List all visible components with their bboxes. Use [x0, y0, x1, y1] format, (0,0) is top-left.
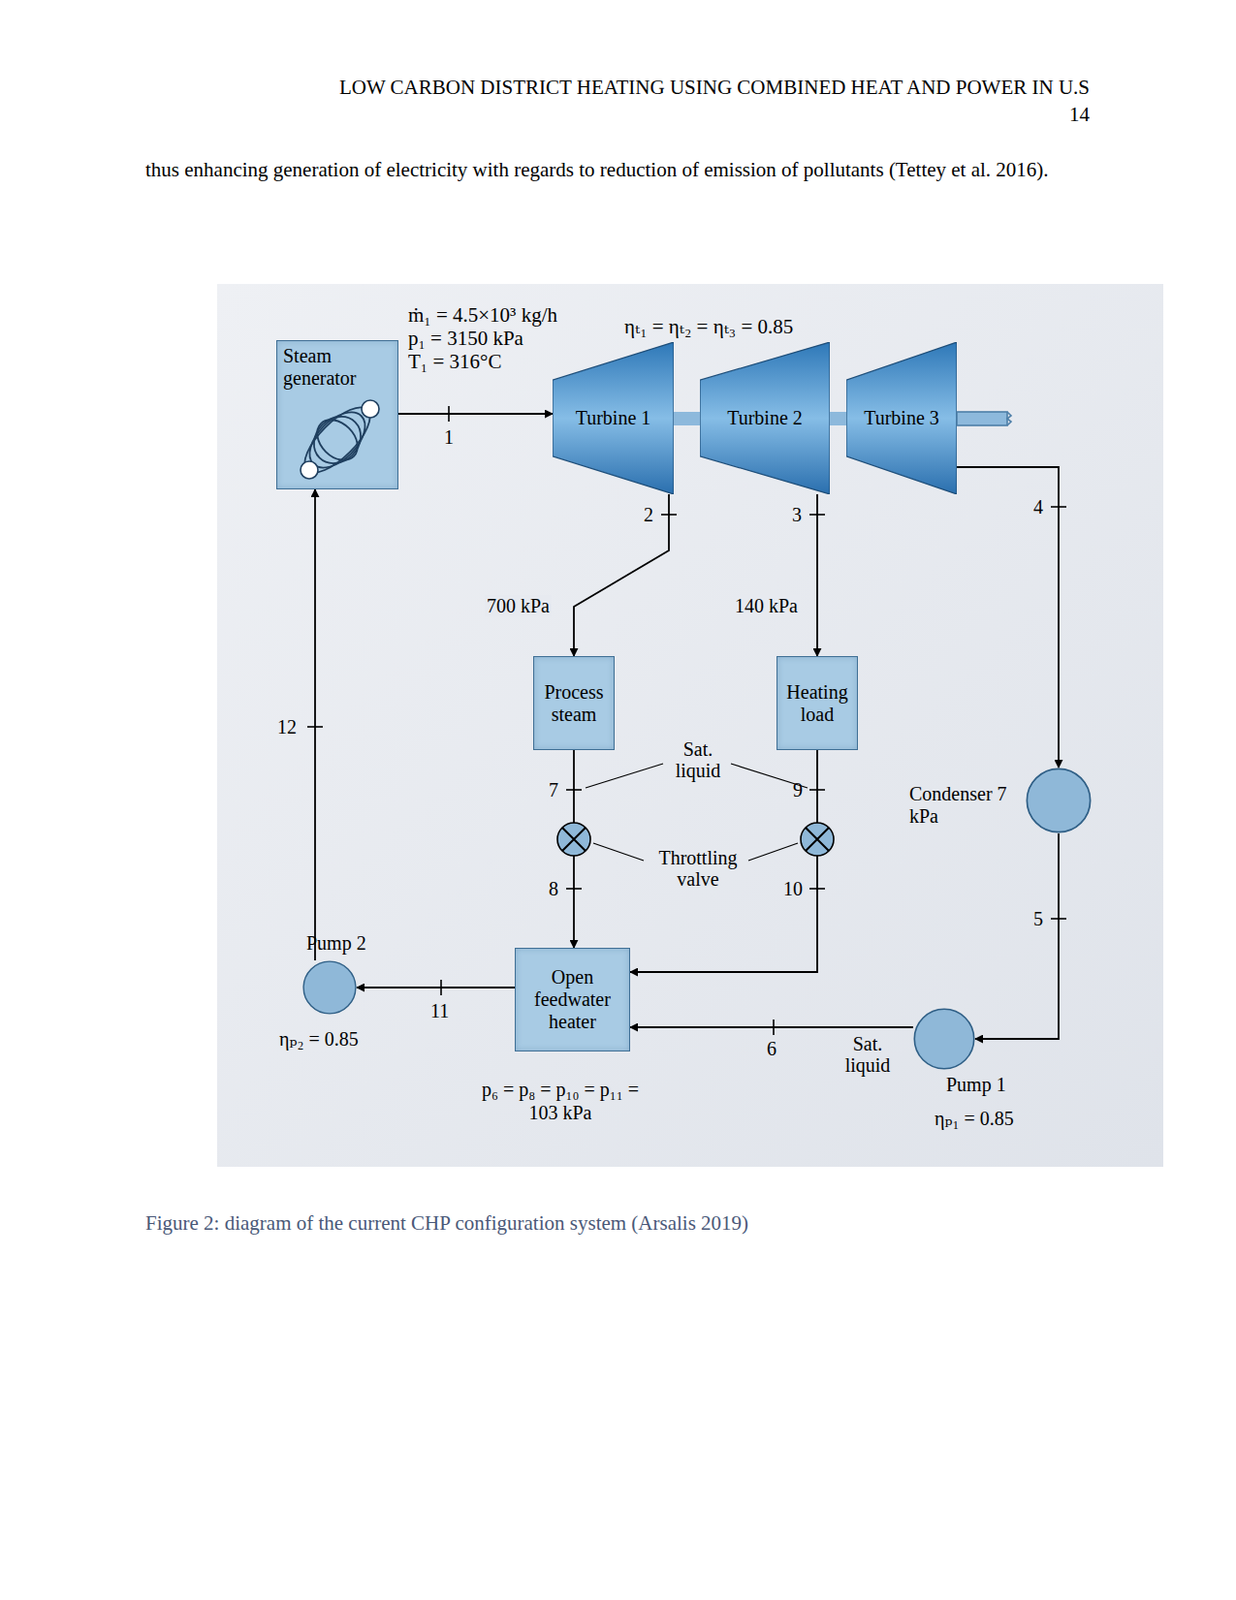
state-number: 9: [792, 779, 803, 801]
state-tick: [809, 513, 825, 516]
state-note: Sat. liquid: [837, 1033, 898, 1077]
flow-line: [398, 412, 553, 415]
flow-line: [573, 494, 669, 657]
circle-outline: [1026, 768, 1090, 832]
leader-line: [748, 843, 798, 861]
state-number: 11: [430, 1000, 449, 1022]
circle-outline: [303, 961, 356, 1015]
turbine-outline: [846, 342, 957, 495]
state-tick: [447, 406, 450, 422]
coil-loop: [309, 412, 366, 469]
node-text: Turbine 2: [727, 407, 803, 430]
state-number: 4: [1033, 496, 1044, 518]
inlet-dot: [300, 461, 318, 479]
efficiency-note: ηₚ₁ = 0.85: [934, 1107, 1015, 1131]
state-number: 7: [548, 779, 559, 801]
state-tick: [566, 887, 582, 890]
flow-line: [314, 489, 317, 961]
circle-shape: [1025, 767, 1092, 834]
coil-loop: [294, 397, 381, 483]
state-number: 8: [548, 878, 559, 900]
efficiency-note: ηₜ₁ = ηₜ₂ = ηₜ₃ = 0.85: [624, 315, 793, 339]
turbine: Turbine 3: [846, 342, 957, 495]
given-data: p₁ = 3150 kPa: [408, 326, 524, 350]
state-number: 12: [277, 716, 297, 738]
state-tick: [1050, 506, 1067, 508]
efficiency-note: ηₚ₂ = 0.85: [279, 1027, 359, 1051]
given-data: ṁ₁ = 4.5×10³ kg/h: [408, 303, 558, 327]
node-text: Heating load: [781, 681, 854, 727]
state-tick: [440, 980, 443, 996]
node-text: Steam generator: [283, 345, 377, 390]
node-text: Condenser 7 kPa: [909, 783, 1018, 828]
turbine-shaft: [829, 412, 847, 426]
circle-shape: [302, 960, 357, 1015]
state-number: 3: [792, 504, 802, 526]
turbine: Turbine 1: [552, 342, 674, 495]
circle-outline: [914, 1009, 974, 1069]
flow-line: [630, 750, 818, 973]
edge-label: 700 kPa: [484, 595, 552, 617]
state-tick: [566, 789, 582, 792]
feedwater-heater: Open feedwater heater: [514, 948, 631, 1052]
state-number: 2: [643, 504, 654, 526]
node-text: Pump 2: [306, 932, 388, 955]
process-box: Heating load: [776, 656, 858, 751]
coil-group: [294, 397, 381, 483]
state-tick: [661, 513, 677, 516]
state-number: 10: [783, 878, 803, 900]
body-text: thus enhancing generation of electricity…: [145, 145, 1090, 194]
steam-generator: Steam generator: [276, 340, 399, 490]
circle-shape: [913, 1008, 976, 1071]
pump: Pump 2: [302, 960, 357, 1015]
page-number: 14: [145, 100, 1090, 128]
throttling-valve: [557, 823, 591, 856]
pressure-note: p₆ = p₈ = p₁₀ = p₁₁ = 103 kPa: [473, 1077, 648, 1125]
flow-line: [630, 1026, 914, 1029]
flow-line: [816, 494, 819, 657]
pump: Pump 1: [913, 1008, 976, 1071]
leader-line: [593, 843, 644, 861]
callout-note: Throttling valve: [643, 847, 753, 890]
edge-label: 140 kPa: [732, 595, 800, 617]
turbine-shaft: [673, 412, 700, 426]
given-data: T₁ = 316°C: [408, 349, 502, 374]
turbine: Turbine 2: [699, 342, 830, 495]
turbine-outline: [552, 342, 674, 495]
node-text: Process steam: [538, 681, 610, 727]
flow-line: [975, 833, 1059, 1040]
leader-line: [585, 763, 664, 789]
node-text: Turbine 3: [863, 407, 940, 430]
node-text: Turbine 1: [575, 407, 652, 430]
node-text: Pump 1: [946, 1074, 1028, 1097]
state-number: 1: [443, 426, 454, 448]
flow-line: [956, 467, 1059, 768]
state-tick: [772, 1019, 775, 1036]
state-tick: [307, 726, 323, 729]
figure-caption: Figure 2: diagram of the current CHP con…: [145, 1209, 1115, 1237]
state-number: 5: [1033, 908, 1044, 930]
process-box: Process steam: [533, 656, 615, 751]
state-tick: [1050, 918, 1067, 920]
running-header: LOW CARBON DISTRICT HEATING USING COMBIN…: [145, 73, 1090, 101]
flow-line: [356, 986, 515, 989]
shaft-stub: [956, 412, 1008, 426]
figure-photo: [217, 284, 1164, 1168]
state-tick: [809, 789, 825, 792]
shaft-break: [1007, 412, 1012, 426]
throttling-valve: [800, 823, 834, 856]
state-number: 6: [766, 1038, 777, 1060]
outlet-dot: [361, 400, 380, 418]
state-tick: [809, 887, 825, 890]
node-text: Open feedwater heater: [519, 966, 626, 1034]
turbine-outline: [699, 342, 830, 495]
condenser: Condenser 7 kPa: [1025, 767, 1092, 834]
state-note: Sat. liquid: [666, 738, 729, 782]
